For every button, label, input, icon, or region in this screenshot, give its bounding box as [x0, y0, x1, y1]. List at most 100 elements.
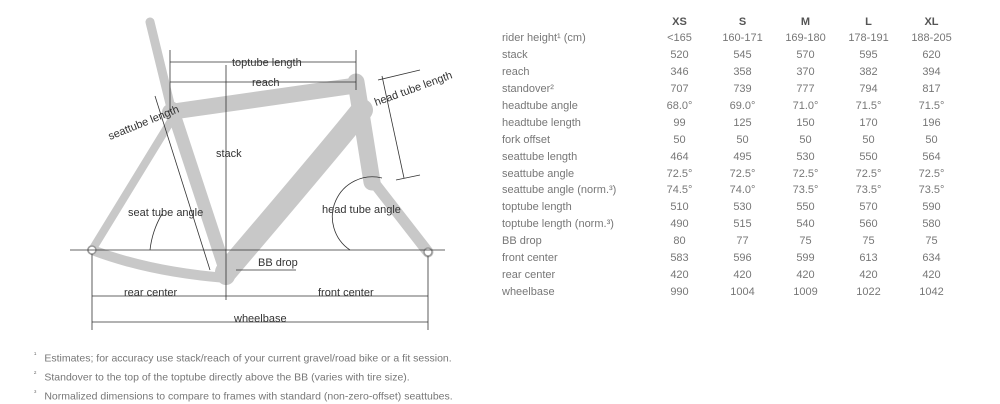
cell-value: 420: [796, 268, 815, 281]
cell-value: 71.0°: [792, 100, 819, 112]
cell-value: 75: [862, 235, 875, 248]
label-stack: stack: [216, 148, 242, 160]
cell-value: 595: [859, 49, 878, 62]
cell-value: 73.5°: [855, 184, 882, 197]
cell-value: 50: [799, 133, 812, 146]
row-label: rider height¹ (cm): [502, 32, 586, 45]
cell-value: 1009: [793, 285, 818, 298]
cell-value: 178-191: [848, 32, 889, 45]
row-label: wheelbase: [502, 285, 555, 298]
cell-value: 420: [733, 268, 752, 281]
row-label: seattube length: [502, 150, 578, 163]
frame-geometry-diagram: toptube length reach head tube length se…: [70, 17, 454, 330]
cell-value: 464: [670, 150, 689, 163]
cell-value: 72.5°: [729, 167, 756, 180]
cell-value: 72.5°: [918, 167, 945, 180]
chain-stay: [87, 245, 231, 283]
cell-value: 169-180: [785, 32, 826, 45]
row-label: rear center: [502, 268, 556, 281]
cell-value: 68.0°: [666, 100, 693, 112]
table-header-row: XS S M L XL: [498, 14, 963, 30]
cell-value: 564: [922, 150, 941, 163]
row-label: front center: [502, 252, 558, 265]
seat-tube: [165, 101, 233, 279]
cell-value: 545: [733, 49, 752, 62]
cell-value: 739: [733, 83, 752, 96]
cell-value: 72.5°: [855, 167, 882, 180]
cell-value: 583: [670, 252, 689, 265]
row-label: seattube angle (norm.³): [502, 184, 617, 197]
cell-value: 634: [922, 252, 941, 265]
cell-value: 570: [859, 201, 878, 214]
cell-value: 74.5°: [666, 184, 693, 197]
cell-value: 75: [799, 235, 812, 248]
label-reach: reach: [252, 77, 280, 89]
row-label: toptube length: [502, 201, 572, 214]
cell-value: 150: [796, 116, 815, 129]
cell-value: 74.0°: [729, 184, 756, 197]
cell-value: 510: [670, 201, 689, 214]
cell-value: 188-205: [911, 32, 952, 45]
cell-value: 495: [733, 150, 752, 163]
size-header: XS: [672, 16, 687, 28]
cell-value: 520: [670, 49, 689, 62]
cell-value: 382: [859, 66, 878, 79]
size-header: L: [865, 16, 872, 28]
cell-value: 580: [922, 218, 941, 231]
row-label: headtube length: [502, 116, 581, 129]
cell-value: 50: [736, 133, 749, 146]
cell-value: 599: [796, 252, 815, 265]
cell-value: 620: [922, 49, 941, 62]
cell-value: 80: [673, 235, 686, 248]
cell-value: 73.5°: [792, 184, 819, 197]
cell-value: 50: [925, 133, 938, 146]
cell-value: 50: [862, 133, 875, 146]
cell-value: 196: [922, 116, 941, 129]
cell-value: 99: [673, 116, 686, 129]
row-label: fork offset: [502, 133, 551, 146]
cell-value: 515: [733, 218, 752, 231]
cell-value: 420: [670, 268, 689, 281]
row-label: seattube angle: [502, 167, 575, 180]
cell-value: 358: [733, 66, 752, 79]
cell-value: 370: [796, 66, 815, 79]
cell-value: 560: [859, 218, 878, 231]
label-front-center: front center: [318, 287, 374, 299]
cell-value: 77: [736, 235, 749, 248]
cell-value: 1042: [919, 285, 944, 298]
cell-value: 71.5°: [855, 100, 882, 112]
cell-value: 73.5°: [918, 184, 945, 197]
front-axle: [423, 247, 433, 257]
cell-value: 490: [670, 218, 689, 231]
label-wheelbase: wheelbase: [233, 313, 287, 325]
row-label: toptube length (norm.³): [502, 218, 614, 231]
cell-value: 777: [796, 83, 815, 96]
cell-value: 1004: [730, 285, 755, 298]
size-header: XL: [924, 16, 939, 28]
cell-value: 1022: [856, 285, 881, 298]
label-seat-tube-angle: seat tube angle: [128, 207, 203, 219]
row-label: standover²: [502, 83, 554, 96]
cell-value: 160-171: [722, 32, 763, 45]
label-rear-center: rear center: [124, 287, 178, 299]
dimension-lines: [70, 50, 445, 330]
cell-value: 613: [859, 252, 878, 265]
cell-value: 794: [859, 83, 878, 96]
cell-value: 75: [925, 235, 938, 248]
